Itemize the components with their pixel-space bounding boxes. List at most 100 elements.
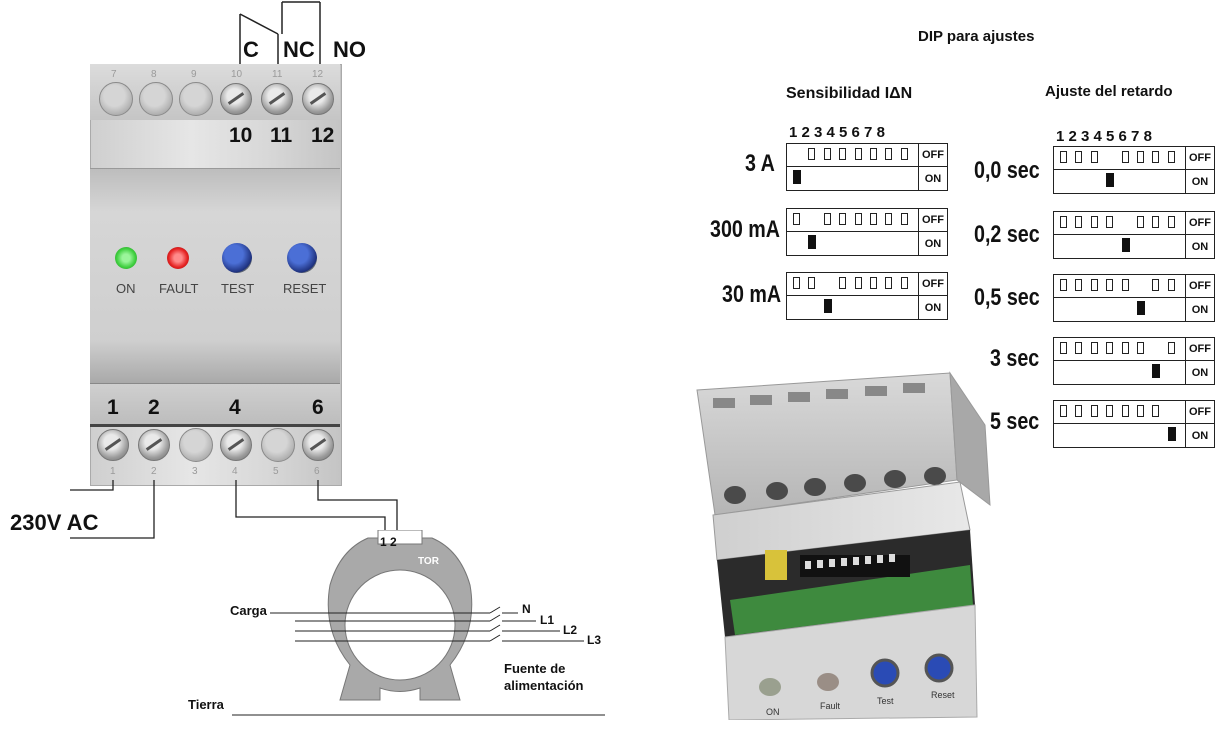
terminal-6-small: 6 <box>314 466 320 477</box>
toroid-label: TOR <box>418 556 439 567</box>
delay-0-switch-5-off <box>1121 151 1129 163</box>
line-l3-label: L3 <box>587 633 602 647</box>
sensitivity-1-switch-2-on <box>808 235 817 249</box>
delay-4-off-label: OFF <box>1185 401 1214 423</box>
terminal-screw-4 <box>220 429 252 461</box>
terminal-5-small: 5 <box>273 466 279 477</box>
sensitivity-2-switch-5-off <box>854 277 862 289</box>
sensitivity-switch-numbers: 1 2 3 4 5 6 7 8 <box>789 124 885 141</box>
reset-button-label: RESET <box>283 281 327 296</box>
load-label: Carga <box>230 603 267 618</box>
delay-3-switch-6-off <box>1136 342 1144 354</box>
sensitivity-0-switch-7-off <box>885 148 893 160</box>
sensitivity-1-off-label: OFF <box>918 209 947 231</box>
sensitivity-2-switch-8-off <box>900 277 908 289</box>
sensitivity-0-switch-6-off <box>869 148 877 160</box>
delay-1-switch-8-off <box>1167 216 1175 228</box>
delay-4-switch-3-off <box>1090 405 1098 417</box>
delay-4-switch-1-off <box>1060 405 1067 417</box>
terminal-hole-3 <box>179 428 213 462</box>
terminal-1-small: 1 <box>110 466 116 477</box>
terminal-screw-11 <box>261 83 293 115</box>
sensitivity-2-off-label: OFF <box>918 273 947 295</box>
photo-on-label: ON <box>766 707 780 717</box>
terminal-3-small: 3 <box>192 466 198 477</box>
sensitivity-300ma-label: 300 mA <box>710 216 781 243</box>
delay-3-switch-2-off <box>1075 342 1083 354</box>
sensitivity-1-on-label: ON <box>918 232 947 255</box>
sensitivity-1-switch-4-off <box>839 213 847 225</box>
terminal-screw-2 <box>138 429 170 461</box>
contact-no-label: NO <box>333 37 366 62</box>
sensitivity-0-switch-8-off <box>900 148 908 160</box>
supply-wiring <box>70 480 398 539</box>
sensitivity-2-switch-1-off <box>793 277 800 289</box>
fault-led-label: FAULT <box>159 281 199 296</box>
front-panel <box>90 168 340 384</box>
source-label: Fuente de alimentación <box>504 661 584 693</box>
sensitivity-1-switch-3-off <box>823 213 831 225</box>
test-button-label: TEST <box>221 281 255 296</box>
delay-0-switch-8-off <box>1167 151 1175 163</box>
terminal-8-small: 8 <box>151 69 157 80</box>
delay-0-0-label: 0,0 sec <box>974 157 1040 184</box>
fault-led <box>167 247 189 269</box>
delay-1-off-label: OFF <box>1185 212 1214 234</box>
delay-2-switch-2-off <box>1075 279 1083 291</box>
reset-button[interactable] <box>287 243 317 273</box>
sensitivity-1-switch-6-off <box>869 213 877 225</box>
power-lines <box>232 606 605 716</box>
delay-2-switch-5-off <box>1121 279 1129 291</box>
delay-1-switch-2-off <box>1075 216 1083 228</box>
delay-2-switch-7-off <box>1152 279 1160 291</box>
delay-4-switch-7-off <box>1152 405 1160 417</box>
delay-2-on-label: ON <box>1185 298 1214 321</box>
delay-2-switch-3-off <box>1090 279 1098 291</box>
photo-reset-label: Reset <box>931 690 955 700</box>
delay-1-switch-4-off <box>1106 216 1114 228</box>
terminal-10-label: 10 <box>229 124 253 147</box>
delay-1-switch-3-off <box>1090 216 1098 228</box>
delay-3-off-label: OFF <box>1185 338 1214 360</box>
delay-4-switch-6-off <box>1136 405 1144 417</box>
delay-0-switch-7-off <box>1152 151 1160 163</box>
on-led-label: ON <box>116 281 136 296</box>
terminal-7-small: 7 <box>111 69 117 80</box>
sensitivity-2-switch-4-off <box>839 277 847 289</box>
sensitivity-0-switch-3-off <box>823 148 831 160</box>
terminal-11-label: 11 <box>270 124 293 147</box>
sensitivity-30ma-label: 30 mA <box>722 281 782 308</box>
line-l2-label: L2 <box>563 623 578 637</box>
delay-0-switch-6-off <box>1136 151 1144 163</box>
device-photo-illustration <box>696 371 991 720</box>
sensitivity-1-switch-8-off <box>900 213 908 225</box>
delay-1-switch-6-off <box>1136 216 1144 228</box>
toroid-transformer <box>327 530 473 701</box>
contact-nc-label: NC <box>283 37 315 62</box>
sensitivity-1-switch-7-off <box>885 213 893 225</box>
delay-0-switch-4-on <box>1106 173 1115 187</box>
sensitivity-2-switch-6-off <box>869 277 877 289</box>
delay-3-switch-5-off <box>1121 342 1129 354</box>
sensitivity-1-switch-1-off <box>793 213 800 225</box>
test-button[interactable] <box>222 243 252 273</box>
terminal-1-label: 1 <box>107 396 119 419</box>
supply-voltage-label: 230V AC <box>10 510 99 535</box>
terminal-4-label: 4 <box>229 396 241 419</box>
delay-2-switch-1-off <box>1060 279 1067 291</box>
delay-4-switch-8-on <box>1167 427 1176 441</box>
sensitivity-0-switch-1-on <box>793 170 801 184</box>
delay-2-switch-6-on <box>1136 301 1145 315</box>
terminal-screw-1 <box>97 429 129 461</box>
delay-1-switch-1-off <box>1060 216 1067 228</box>
delay-1-on-label: ON <box>1185 235 1214 258</box>
delay-title: Ajuste del retardo <box>1045 83 1173 100</box>
delay-2-switch-4-off <box>1106 279 1114 291</box>
terminal-4-small: 4 <box>232 466 238 477</box>
contact-symbol <box>239 1 321 64</box>
